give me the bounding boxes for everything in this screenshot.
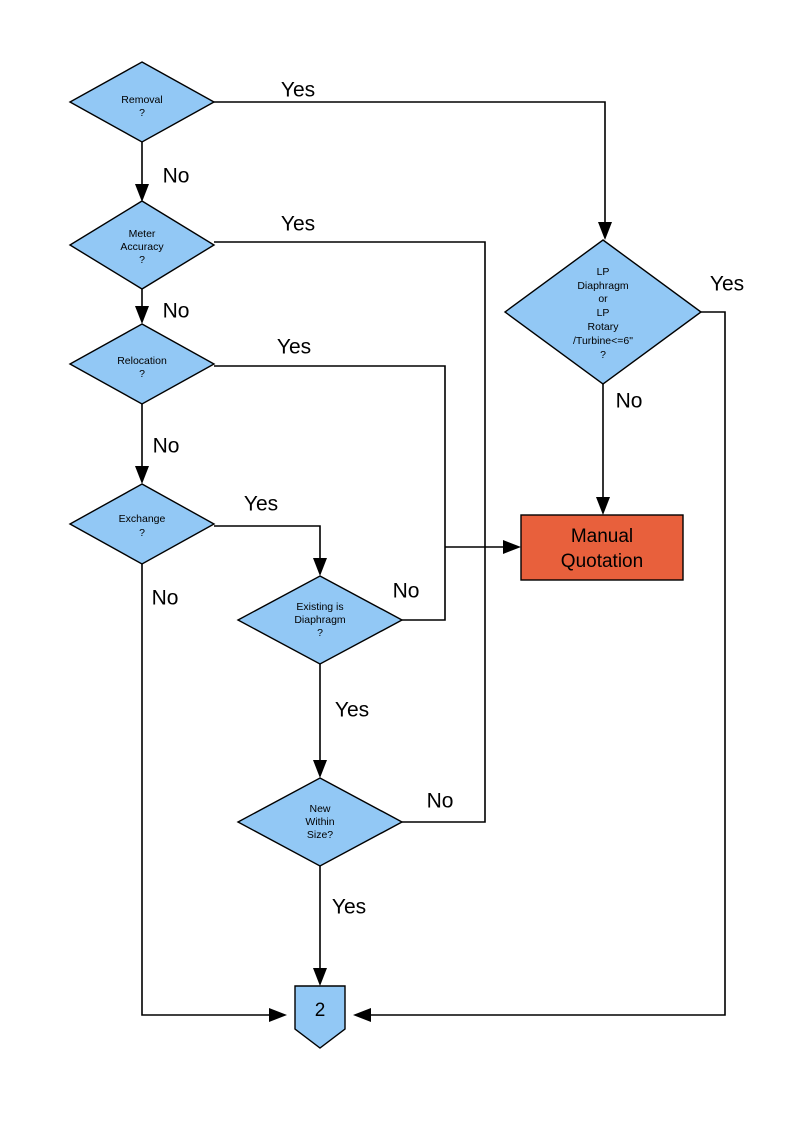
node-exchange[interactable]: Exchange ? <box>68 483 216 565</box>
node-size-line-2: Size? <box>307 829 333 841</box>
arrowhead-quotation-left <box>503 540 521 554</box>
edge-label-relocation-no: No <box>153 435 180 458</box>
edge-label-relocation-yes: Yes <box>277 336 311 359</box>
node-manual-quotation-line-0: Manual <box>571 526 633 547</box>
edge-size-no <box>402 547 486 823</box>
node-lp-line-0: LP <box>597 266 610 278</box>
node-existing-line-2: ? <box>317 627 323 639</box>
node-relocation[interactable]: Relocation ? <box>68 323 216 405</box>
node-existing-is-diaphragm[interactable]: Existing is Diaphragm ? <box>236 575 404 665</box>
node-lp-line-3: LP <box>597 307 610 319</box>
decision-shape-relocation[interactable] <box>68 323 216 405</box>
edge-label-exchange-no: No <box>152 587 179 610</box>
decision-shape-exchange[interactable] <box>68 483 216 565</box>
edge-label-existing-no: No <box>393 580 420 603</box>
arrowhead-relocation-no <box>135 466 149 484</box>
node-connector-2-label: 2 <box>315 1000 326 1021</box>
node-exchange-line-0: Exchange <box>119 513 166 525</box>
node-manual-quotation[interactable]: Manual Quotation <box>520 514 684 581</box>
arrowhead-removal-yes <box>598 222 612 240</box>
node-existing-line-0: Existing is <box>296 601 343 613</box>
node-lp-line-5: /Turbine<=6" <box>573 335 633 347</box>
arrowhead-exchange-yes <box>313 558 327 576</box>
node-existing-line-1: Diaphragm <box>294 614 346 626</box>
node-lp-line-6: ? <box>600 349 606 361</box>
process-shape-manual-quotation[interactable] <box>520 514 684 581</box>
decision-shape-removal[interactable] <box>68 61 216 143</box>
arrowhead-existing-yes <box>313 760 327 778</box>
node-removal-line-0: Removal <box>121 94 162 106</box>
node-exchange-line-1: ? <box>139 527 145 539</box>
node-meter-accuracy-line-1: Accuracy <box>120 241 164 253</box>
edge-label-removal-no: No <box>163 165 190 188</box>
decision-shape-meter-accuracy[interactable] <box>68 200 216 290</box>
edge-label-meter-accuracy-no: No <box>163 300 190 323</box>
edge-lp-yes <box>365 311 726 1016</box>
edge-layer <box>135 101 726 1022</box>
edge-label-lp-no: No <box>616 390 643 413</box>
edge-label-size-no: No <box>427 790 454 813</box>
node-meter-accuracy[interactable]: Meter Accuracy ? <box>68 200 216 290</box>
edge-existing-no <box>402 547 446 621</box>
arrowhead-size-yes <box>313 968 327 986</box>
arrowhead-removal-no <box>135 184 149 202</box>
node-meter-accuracy-line-2: ? <box>139 254 145 266</box>
edge-label-size-yes: Yes <box>332 896 366 919</box>
node-new-within-size[interactable]: New Within Size? <box>236 777 404 867</box>
edge-label-removal-yes: Yes <box>281 79 315 102</box>
node-relocation-line-1: ? <box>139 368 145 380</box>
edge-label-exchange-yes: Yes <box>244 493 278 516</box>
node-layer: Removal ? Meter Accuracy ? Relocation ? … <box>68 61 703 1049</box>
decision-shape-new-within-size[interactable] <box>236 777 404 867</box>
edge-label-existing-yes: Yes <box>335 699 369 722</box>
arrowhead-meter-no <box>135 306 149 324</box>
edge-exchange-no <box>141 564 275 1016</box>
node-size-line-1: Within <box>305 816 334 828</box>
node-lp-diaphragm[interactable]: LP Diaphragm or LP Rotary /Turbine<=6" ? <box>503 239 703 385</box>
edge-label-meter-accuracy-yes: Yes <box>281 213 315 236</box>
node-meter-accuracy-line-0: Meter <box>129 228 156 240</box>
edge-meter-yes <box>214 241 486 547</box>
edge-exchange-yes <box>214 525 321 566</box>
node-removal[interactable]: Removal ? <box>68 61 216 143</box>
edge-removal-yes <box>214 101 606 230</box>
node-lp-line-2: or <box>598 293 608 305</box>
node-removal-line-1: ? <box>139 107 145 119</box>
edge-label-layer: Yes No Yes No Yes No Yes No No Yes No Ye… <box>152 79 745 919</box>
arrowhead-connector-left <box>269 1008 287 1022</box>
decision-shape-existing-is-diaphragm[interactable] <box>236 575 404 665</box>
connector-shape-2[interactable] <box>294 985 346 1049</box>
edge-label-lp-yes: Yes <box>710 273 744 296</box>
decision-shape-lp-diaphragm[interactable] <box>503 239 703 385</box>
arrowhead-connector-right <box>353 1008 371 1022</box>
node-connector-2[interactable]: 2 <box>294 985 346 1049</box>
node-relocation-line-0: Relocation <box>117 355 167 367</box>
node-manual-quotation-line-1: Quotation <box>561 551 643 572</box>
node-lp-line-1: Diaphragm <box>577 280 629 292</box>
node-lp-line-4: Rotary <box>588 321 620 333</box>
arrowhead-lp-no <box>596 497 610 515</box>
node-size-line-0: New <box>309 803 330 815</box>
edge-relocation-yes <box>214 365 446 547</box>
